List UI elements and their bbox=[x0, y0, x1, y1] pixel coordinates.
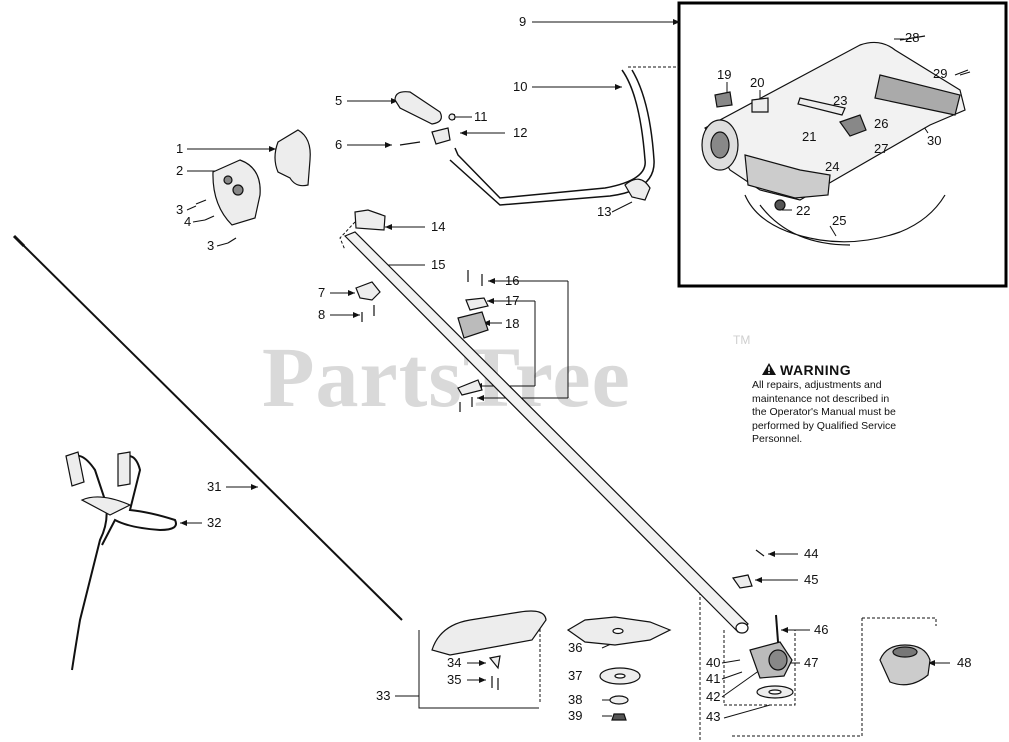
callout-44: 44 bbox=[804, 546, 818, 561]
upper-clamp bbox=[465, 297, 489, 311]
callout-15: 15 bbox=[431, 257, 445, 272]
callout-4: 4 bbox=[184, 214, 191, 229]
clamp bbox=[624, 178, 651, 201]
warning-line: performed by Qualified Service bbox=[752, 419, 897, 432]
callout-41: 41 bbox=[706, 671, 720, 686]
callout-25: 25 bbox=[832, 213, 846, 228]
callout-16: 16 bbox=[505, 273, 519, 288]
callout-46: 46 bbox=[814, 622, 828, 637]
trimmer-head bbox=[879, 644, 931, 686]
callout-3a: 3 bbox=[176, 202, 183, 217]
callout-10: 10 bbox=[513, 79, 527, 94]
callout-36: 36 bbox=[568, 640, 582, 655]
warning-line: Personnel. bbox=[752, 433, 803, 445]
warning-triangle-icon bbox=[762, 362, 776, 378]
callout-27: 27 bbox=[874, 141, 888, 156]
watermark: PartsTree bbox=[262, 329, 631, 425]
lower-clamp bbox=[457, 379, 483, 396]
callout-5: 5 bbox=[335, 93, 342, 108]
warning-notice: WARNING All repairs, adjustments and mai… bbox=[752, 362, 952, 447]
callout-13: 13 bbox=[597, 204, 611, 219]
callout-48: 48 bbox=[957, 655, 971, 670]
warning-line: the Operator's Manual must be bbox=[752, 406, 896, 418]
drive-tube bbox=[343, 231, 749, 633]
cup bbox=[609, 695, 629, 705]
warning-title: WARNING bbox=[780, 362, 852, 378]
callout-38: 38 bbox=[568, 692, 582, 707]
callout-30: 30 bbox=[927, 133, 941, 148]
callout-32: 32 bbox=[207, 515, 221, 530]
callout-40: 40 bbox=[706, 655, 720, 670]
callout-numbers: 1 2 3 4 3 5 6 7 8 9 10 11 12 13 14 15 16… bbox=[176, 14, 971, 724]
callout-20: 20 bbox=[750, 75, 764, 90]
callout-19: 19 bbox=[717, 67, 731, 82]
callout-33: 33 bbox=[376, 688, 390, 703]
callout-12: 12 bbox=[513, 125, 527, 140]
callout-21: 21 bbox=[802, 129, 816, 144]
callout-35: 35 bbox=[447, 672, 461, 687]
nut bbox=[611, 713, 627, 721]
callout-24: 24 bbox=[825, 159, 839, 174]
trademark: TM bbox=[733, 333, 750, 347]
callout-8: 8 bbox=[318, 307, 325, 322]
blade-guard bbox=[431, 610, 547, 656]
warning-line: All repairs, adjustments and bbox=[752, 379, 882, 391]
tube-clamp bbox=[354, 209, 386, 231]
warning-line: maintenance not described in bbox=[752, 392, 890, 405]
callout-3b: 3 bbox=[207, 238, 214, 253]
callout-1: 1 bbox=[176, 141, 183, 156]
parts-drawings bbox=[12, 35, 969, 721]
callout-39: 39 bbox=[568, 708, 582, 723]
callout-9: 9 bbox=[519, 14, 526, 29]
callout-18: 18 bbox=[505, 316, 519, 331]
driveshaft bbox=[17, 239, 403, 621]
grip-clip bbox=[431, 127, 451, 145]
callout-42: 42 bbox=[706, 689, 720, 704]
callout-47: 47 bbox=[804, 655, 818, 670]
inset-box bbox=[677, 1, 1008, 288]
callout-6: 6 bbox=[335, 137, 342, 152]
callout-2: 2 bbox=[176, 163, 183, 178]
callout-26: 26 bbox=[874, 116, 888, 131]
loop-bracket bbox=[355, 281, 381, 301]
cover bbox=[274, 129, 311, 187]
callout-22: 22 bbox=[796, 203, 810, 218]
callout-11: 11 bbox=[474, 109, 488, 124]
callout-37: 37 bbox=[568, 668, 582, 683]
handle-bar bbox=[449, 69, 655, 206]
switch-block bbox=[457, 311, 489, 339]
callout-28: 28 bbox=[905, 30, 919, 45]
inset-handle bbox=[704, 41, 966, 201]
callout-7: 7 bbox=[318, 285, 325, 300]
harness bbox=[69, 454, 177, 671]
warning-body: All repairs, adjustments and maintenance… bbox=[752, 379, 952, 447]
callout-34: 34 bbox=[447, 655, 461, 670]
callout-31: 31 bbox=[207, 479, 221, 494]
callout-14: 14 bbox=[431, 219, 445, 234]
callout-17: 17 bbox=[505, 293, 519, 308]
callout-45: 45 bbox=[804, 572, 818, 587]
callout-29: 29 bbox=[933, 66, 947, 81]
hand-grip bbox=[394, 91, 442, 125]
warning-title-row: WARNING bbox=[752, 362, 952, 378]
callout-43: 43 bbox=[706, 709, 720, 724]
callout-23: 23 bbox=[833, 93, 847, 108]
